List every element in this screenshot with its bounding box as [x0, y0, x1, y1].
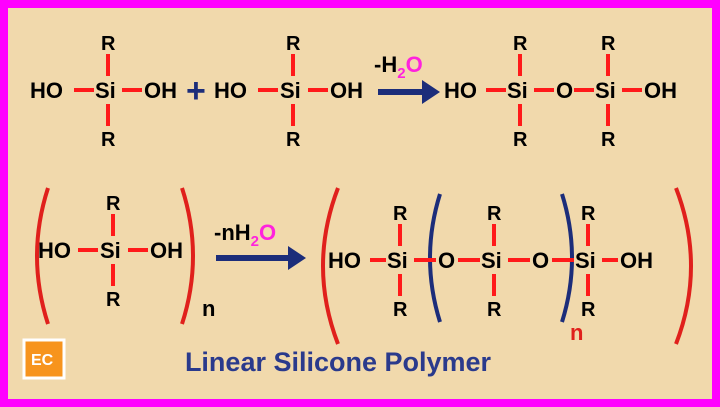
hydroxyl-label: HO: [214, 78, 247, 103]
silicon-label: Si: [507, 78, 528, 103]
hydroxyl-label: HO: [30, 78, 63, 103]
r-group-label: R: [601, 33, 616, 55]
oxygen-label: O: [438, 248, 455, 273]
water-subscript: 2: [397, 65, 405, 82]
r-group-label: R: [286, 129, 301, 151]
r-group-label: R: [101, 33, 116, 55]
reaction1: HO Si OH R R + HO Si OH R R -H2O: [30, 33, 677, 151]
hydroxyl-label: HO: [444, 78, 477, 103]
water-subscript: 2: [251, 233, 259, 250]
diagram-title: Linear Silicone Polymer: [185, 347, 492, 377]
r-group-label: R: [581, 203, 596, 225]
hydroxyl-label: OH: [144, 78, 177, 103]
repeat-count-label: n: [202, 296, 215, 321]
diagram-frame: HO Si OH R R + HO Si OH R R -H2O: [8, 8, 712, 399]
water-prefix: -nH: [214, 220, 251, 245]
reaction-arrow-1: -H2O: [374, 52, 440, 104]
hydroxyl-label: OH: [330, 78, 363, 103]
silicon-label: Si: [595, 78, 616, 103]
water-loss-label: -H2O: [374, 52, 423, 82]
plus-sign: +: [186, 72, 206, 110]
r-group-label: R: [286, 33, 301, 55]
r-group-label: R: [393, 299, 408, 321]
silanol-middle: HO Si OH R R: [214, 33, 363, 151]
hydroxyl-label: OH: [150, 238, 183, 263]
ec-logo: EC: [22, 338, 66, 380]
silicon-label: Si: [575, 248, 596, 273]
repeat-count-label: n: [570, 320, 583, 345]
left-bracket: [35, 187, 50, 325]
r-group-label: R: [601, 129, 616, 151]
hydroxyl-label: OH: [620, 248, 653, 273]
reaction2: HO Si OH R R n -nH2O: [35, 187, 693, 345]
silicon-label: Si: [481, 248, 502, 273]
water-suffix: O: [406, 52, 423, 77]
silanol-left: HO Si OH R R: [30, 33, 177, 151]
r-group-label: R: [487, 299, 502, 321]
monomer-group: HO Si OH R R n: [35, 187, 215, 325]
water-loss-label: -nH2O: [214, 220, 276, 250]
r-group-label: R: [513, 33, 528, 55]
silicon-label: Si: [95, 78, 116, 103]
outer-left-bracket: [321, 187, 340, 345]
r-group-label: R: [513, 129, 528, 151]
r-group-label: R: [581, 299, 596, 321]
right-bracket: [180, 187, 195, 325]
hydroxyl-label: OH: [644, 78, 677, 103]
hydroxyl-label: HO: [38, 238, 71, 263]
disiloxane-product: HO Si O Si OH R R R R: [444, 33, 677, 151]
r-group-label: R: [393, 203, 408, 225]
water-suffix: O: [259, 220, 276, 245]
r-group-label: R: [106, 289, 121, 311]
silicon-label: Si: [387, 248, 408, 273]
reaction-arrow-2: -nH2O: [214, 220, 306, 270]
oxygen-label: O: [556, 78, 573, 103]
polymer-group: HO Si O Si O Si OH R R R R R R n: [321, 187, 693, 345]
r-group-label: R: [106, 193, 121, 215]
logo-text: EC: [31, 352, 54, 369]
arrow-head: [422, 80, 440, 104]
silicone-polymer-diagram: HO Si OH R R + HO Si OH R R -H2O: [22, 33, 693, 380]
oxygen-label: O: [532, 248, 549, 273]
silicon-label: Si: [280, 78, 301, 103]
logo-background: [22, 338, 66, 380]
silicon-label: Si: [100, 238, 121, 263]
arrow-head: [288, 246, 306, 270]
r-group-label: R: [487, 203, 502, 225]
water-prefix: -H: [374, 52, 397, 77]
hydroxyl-label: HO: [328, 248, 361, 273]
r-group-label: R: [101, 129, 116, 151]
outer-right-bracket: [674, 187, 693, 345]
